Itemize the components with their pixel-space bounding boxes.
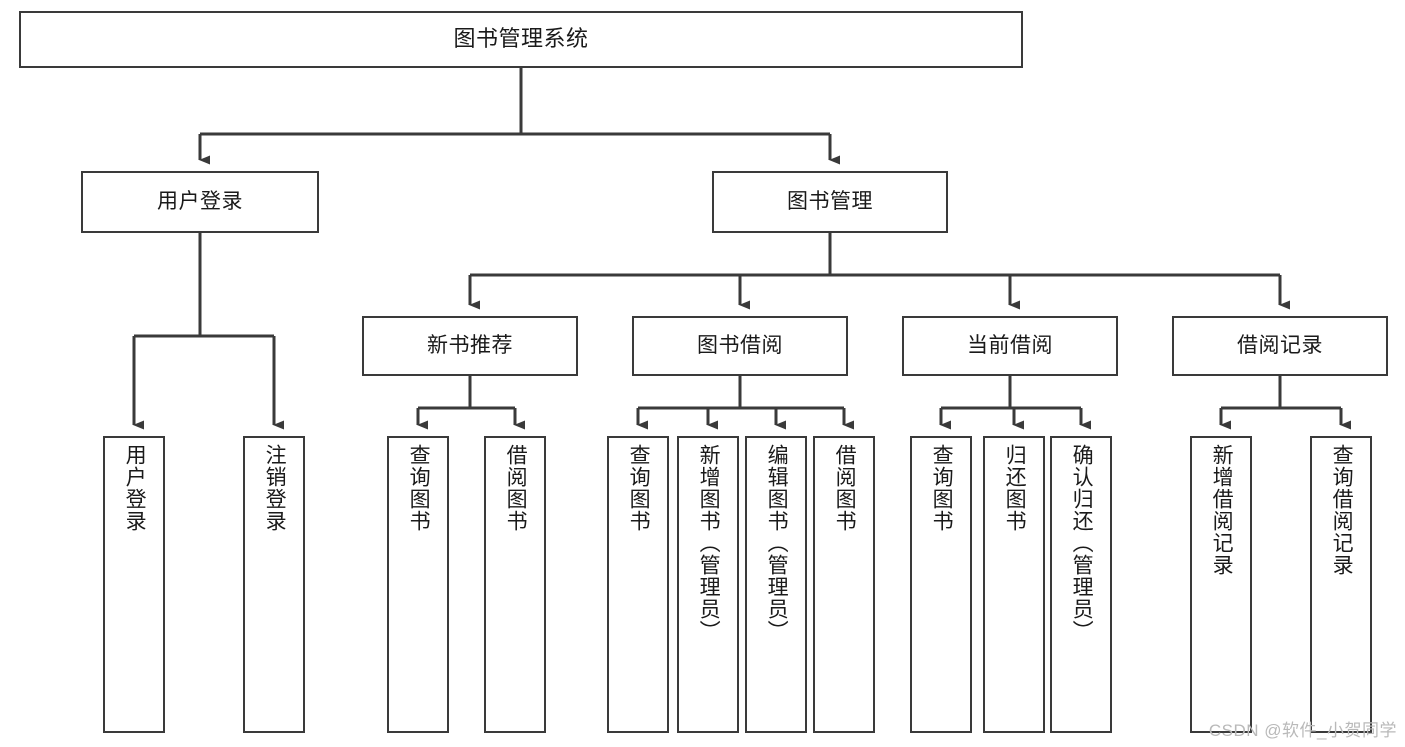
leaf-label: 查询借阅记录 [1330,444,1354,576]
leaf-node[interactable]: 借阅图书 [484,436,546,733]
leaf-node[interactable]: 编辑图书（管理员） [745,436,807,733]
leaf-node[interactable]: 查询借阅记录 [1310,436,1372,733]
leaf-label: 用户登录 [123,444,147,532]
leaf-node[interactable]: 确认归还（管理员） [1050,436,1112,733]
leaf-label: 借阅图书 [504,444,528,532]
leaf-node[interactable]: 查询图书 [910,436,972,733]
node-new-book-recommend[interactable]: 新书推荐 [362,316,578,376]
leaf-label: 确认归还（管理员） [1070,444,1094,642]
node-book-borrow[interactable]: 图书借阅 [632,316,848,376]
leaf-label: 归还图书 [1003,444,1027,532]
leaf-node[interactable]: 用户登录 [103,436,165,733]
node-book-management-group[interactable]: 图书管理 [712,171,948,233]
node-current-borrow[interactable]: 当前借阅 [902,316,1118,376]
leaf-label: 注销登录 [263,444,287,532]
leaf-label: 新增借阅记录 [1210,444,1234,576]
leaf-node[interactable]: 查询图书 [387,436,449,733]
leaf-node[interactable]: 新增图书（管理员） [677,436,739,733]
leaf-label: 借阅图书 [833,444,857,532]
leaf-label: 查询图书 [627,444,651,532]
node-borrow-records[interactable]: 借阅记录 [1172,316,1388,376]
csdn-watermark: CSDN @软件_小贺同学 [1208,721,1397,740]
node-root-system[interactable]: 图书管理系统 [19,11,1023,68]
leaf-node[interactable]: 注销登录 [243,436,305,733]
leaf-node[interactable]: 借阅图书 [813,436,875,733]
leaf-node[interactable]: 新增借阅记录 [1190,436,1252,733]
node-user-login-group[interactable]: 用户登录 [81,171,319,233]
leaf-node[interactable]: 归还图书 [983,436,1045,733]
leaf-label: 新增图书（管理员） [697,444,721,642]
leaf-node[interactable]: 查询图书 [607,436,669,733]
leaf-label: 查询图书 [930,444,954,532]
leaf-label: 查询图书 [407,444,431,532]
leaf-label: 编辑图书（管理员） [765,444,789,642]
